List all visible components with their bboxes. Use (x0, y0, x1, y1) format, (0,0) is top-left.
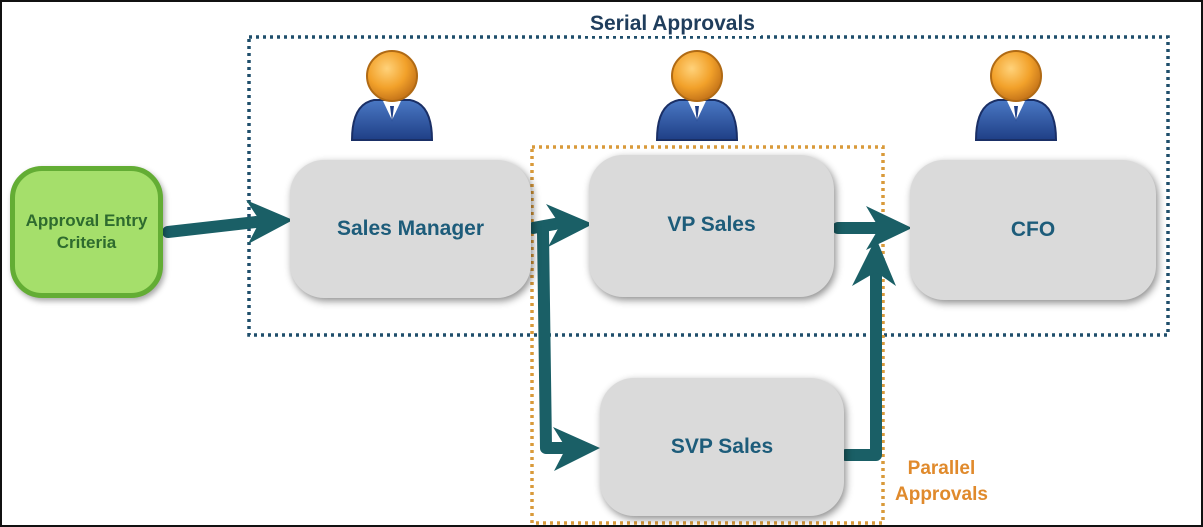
cfo-node[interactable]: CFO (910, 160, 1156, 300)
arrow-entry-to-sales-manager (162, 216, 262, 238)
sales-manager-node[interactable]: Sales Manager (290, 160, 531, 298)
vp-sales-label: VP Sales (667, 213, 756, 236)
parallel-approvals-label: Parallel Approvals (895, 456, 988, 508)
arrowhead-vp-sales (546, 204, 593, 247)
entry-line1: Approval Entry (25, 211, 148, 230)
arrow-svp-to-cfo (840, 269, 882, 461)
parallel-label-line2: Approvals (895, 484, 988, 505)
user-icon (655, 50, 739, 141)
cfo-label: CFO (1010, 218, 1056, 241)
user-icon (974, 50, 1058, 141)
svp-sales-node[interactable]: SVP Sales (600, 378, 844, 516)
arrowhead-svp-sales (553, 427, 600, 471)
arrowhead-cfo-from-vp (866, 206, 912, 250)
sales-manager-label: Sales Manager (336, 217, 485, 240)
serial-approvals-label: Serial Approvals (584, 12, 761, 36)
serial-approvals-group (247, 35, 1170, 337)
vp-sales-node[interactable]: VP Sales (589, 155, 834, 297)
parallel-approvals-group (530, 145, 885, 525)
arrowheads (246, 200, 912, 471)
parallel-label-line1: Parallel (907, 458, 976, 479)
svp-sales-label: SVP Sales (670, 435, 774, 458)
arrowhead-cfo-from-svp (852, 238, 896, 286)
arrow-sales-manager-to-vp (527, 218, 561, 234)
arrow-branch-to-svp (537, 226, 568, 454)
arrowhead-sales-manager (246, 200, 293, 244)
entry-line2: Criteria (56, 233, 117, 252)
user-icon (350, 50, 434, 141)
approval-entry-criteria-node[interactable]: Approval Entry Criteria (10, 166, 163, 298)
